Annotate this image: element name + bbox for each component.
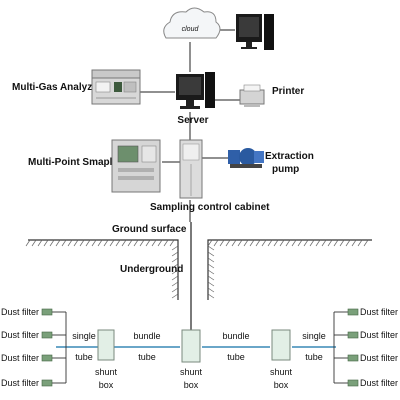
sampling-control-cabinet-label: Sampling control cabinet xyxy=(150,202,270,213)
shunt-box-left xyxy=(97,329,115,361)
dust-filter-icon xyxy=(347,308,359,316)
single-label-left: single xyxy=(72,331,96,341)
dust-filter-left-2: Dust filter xyxy=(1,330,53,340)
dust-filter-left-4: Dust filter xyxy=(1,378,53,388)
shunt-box-icon xyxy=(271,329,291,361)
dust-filter-icon xyxy=(347,354,359,362)
dust-filter-left-3: Dust filter xyxy=(1,353,53,363)
dust-filter-label: Dust filter xyxy=(1,378,39,388)
bundle-label-right: bundle xyxy=(222,331,249,341)
gas-analyzer-icon xyxy=(91,69,141,105)
ground-hatch xyxy=(25,239,369,299)
computer-icon xyxy=(236,14,274,50)
multi-gas-analyzer-label: Multi-Gas Analyzer xyxy=(12,82,102,93)
dust-filter-label: Dust filter xyxy=(1,307,39,317)
dust-filter-icon xyxy=(41,331,53,339)
server-icon xyxy=(176,72,215,109)
dust-filter-icon xyxy=(41,308,53,316)
bundle-label-left: bundle xyxy=(133,331,160,341)
dust-filter-label: Dust filter xyxy=(360,330,398,340)
printer-icon xyxy=(239,84,265,107)
dust-filter-label: Dust filter xyxy=(360,353,398,363)
left-tube-fan xyxy=(52,311,67,384)
sampler-icon xyxy=(111,139,161,193)
tube-label-right: tube xyxy=(305,352,323,362)
box-label-right: box xyxy=(274,380,289,390)
underground-label: Underground xyxy=(120,264,183,275)
printer-label: Printer xyxy=(272,86,304,97)
shunt-label-right: shunt xyxy=(270,367,293,377)
shunt-label-left: shunt xyxy=(95,367,118,377)
ground-surface-label: Ground surface xyxy=(112,224,187,235)
ground-line xyxy=(28,239,372,300)
dust-filter-left-1: Dust filter xyxy=(1,307,53,317)
tube-label-bundle-right: tube xyxy=(227,352,245,362)
dust-filter-label: Dust filter xyxy=(1,330,39,340)
shunt-label-center: shunt xyxy=(180,367,203,377)
cloud-label: cloud xyxy=(182,26,200,33)
box-label-left: box xyxy=(99,380,114,390)
dust-filter-icon xyxy=(347,379,359,387)
dust-filter-label: Dust filter xyxy=(360,307,398,317)
dust-filter-right-4: Dust filter xyxy=(347,378,398,388)
single-label-right: single xyxy=(302,331,326,341)
dust-filter-icon xyxy=(41,379,53,387)
dust-filter-right-1: Dust filter xyxy=(347,307,398,317)
dust-filter-right-2: Dust filter xyxy=(347,330,398,340)
shunt-box-icon xyxy=(97,329,115,361)
tube-label-left: tube xyxy=(75,352,93,362)
box-label-center: box xyxy=(184,380,199,390)
right-tube-fan xyxy=(333,311,348,384)
shunt-box-icon xyxy=(181,329,201,363)
dust-filter-right-3: Dust filter xyxy=(347,353,398,363)
pump-icon xyxy=(228,148,264,168)
multi-point-sampler-label: Multi-Point Smapler xyxy=(28,157,122,168)
cabinet-icon xyxy=(179,139,203,199)
extraction-pump-label-line1: Extraction xyxy=(265,151,314,162)
dust-filter-label: Dust filter xyxy=(360,378,398,388)
dust-filter-icon xyxy=(41,354,53,362)
shunt-box-center xyxy=(181,329,201,363)
dust-filter-icon xyxy=(347,331,359,339)
tube-label-bundle-left: tube xyxy=(138,352,156,362)
cloud-icon xyxy=(163,7,221,39)
extraction-pump-label-line2: pump xyxy=(272,164,299,175)
shunt-box-right xyxy=(271,329,291,361)
dust-filter-label: Dust filter xyxy=(1,353,39,363)
server-label: Server xyxy=(177,115,208,126)
